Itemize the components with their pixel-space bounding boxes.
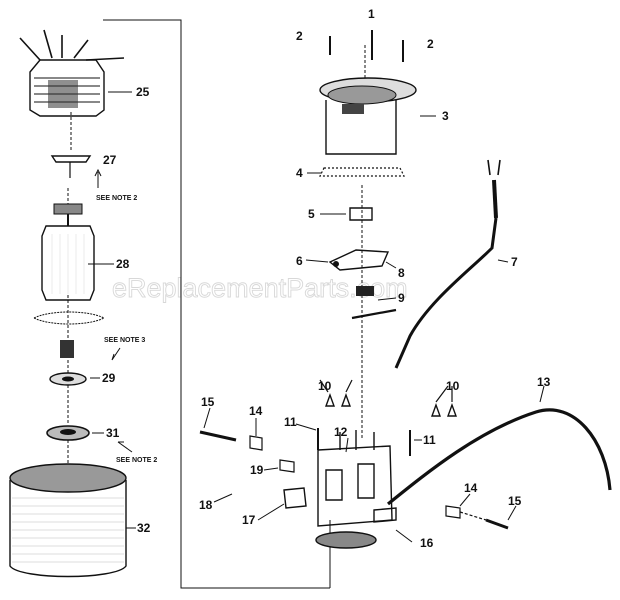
callout-8: 8: [398, 266, 405, 280]
part-4-gasket: [319, 167, 405, 177]
part-12-switch-base: [315, 430, 393, 549]
part-25-field-assembly: [19, 29, 125, 117]
callout-6: 6: [296, 254, 303, 268]
assembly-frame: [67, 19, 366, 589]
callout-19: 19: [250, 463, 264, 477]
leader-lines: [88, 91, 545, 543]
callout-9: 9: [398, 291, 405, 305]
part-29-bearing: [49, 340, 87, 386]
part-7-cord: [394, 159, 501, 369]
part-10-screws: [319, 379, 457, 417]
part-11-screws: [317, 428, 411, 456]
callout-13: 13: [537, 375, 551, 389]
part-27-brush-holder: [50, 155, 92, 178]
callout-1: 1: [368, 7, 375, 21]
callout-labels: 1 2 2 3 4 5 6 7 8 9 10 10 11 11 12 13 14…: [102, 7, 551, 550]
callout-14-right: 14: [464, 481, 478, 495]
callout-2-right: 2: [427, 37, 434, 51]
callout-18: 18: [199, 498, 213, 512]
callout-10-left: 10: [318, 379, 332, 393]
callout-17: 17: [242, 513, 256, 527]
callout-5: 5: [308, 207, 315, 221]
callout-29: 29: [102, 371, 116, 385]
part-16-terminal: [373, 507, 397, 523]
part-31-fan: [46, 425, 90, 441]
part-32-motor-housing: [9, 463, 127, 578]
part-3-cap-assembly: [319, 77, 417, 155]
callout-32: 32: [137, 521, 151, 535]
part-13-hose: [386, 408, 612, 506]
callout-14-left: 14: [249, 404, 263, 418]
part-9-brush: [351, 286, 397, 320]
callout-15-right: 15: [508, 494, 522, 508]
part-14-15-left-bolt: [199, 430, 295, 473]
part-14-15-right-bolt: [445, 505, 509, 530]
part-6-8-switch-plate: [328, 249, 390, 271]
part-1-2-screws: [329, 30, 404, 62]
callout-28: 28: [116, 257, 130, 271]
callout-7: 7: [511, 255, 518, 269]
callout-31: 31: [106, 426, 120, 440]
note-labels: SEE NOTE 2 SEE NOTE 3 SEE NOTE 2: [96, 195, 157, 464]
part-5-clip: [349, 207, 373, 221]
callout-15-left: 15: [201, 395, 215, 409]
callout-25: 25: [136, 85, 150, 99]
callout-11-right: 11: [423, 433, 436, 447]
part-17-switch: [283, 487, 307, 509]
callout-12: 12: [334, 425, 348, 439]
part-28-armature: [32, 203, 106, 325]
callout-10-right: 10: [446, 379, 460, 393]
callout-27: 27: [103, 153, 117, 167]
note-part-27: SEE NOTE 2: [96, 195, 137, 202]
callout-2-left: 2: [296, 29, 303, 43]
callout-16: 16: [420, 536, 434, 550]
callout-11-left: 11: [284, 415, 297, 429]
note-part-29: SEE NOTE 3: [104, 337, 145, 344]
callout-3: 3: [442, 109, 449, 123]
callout-4: 4: [296, 166, 303, 180]
note-part-31: SEE NOTE 2: [116, 457, 157, 464]
